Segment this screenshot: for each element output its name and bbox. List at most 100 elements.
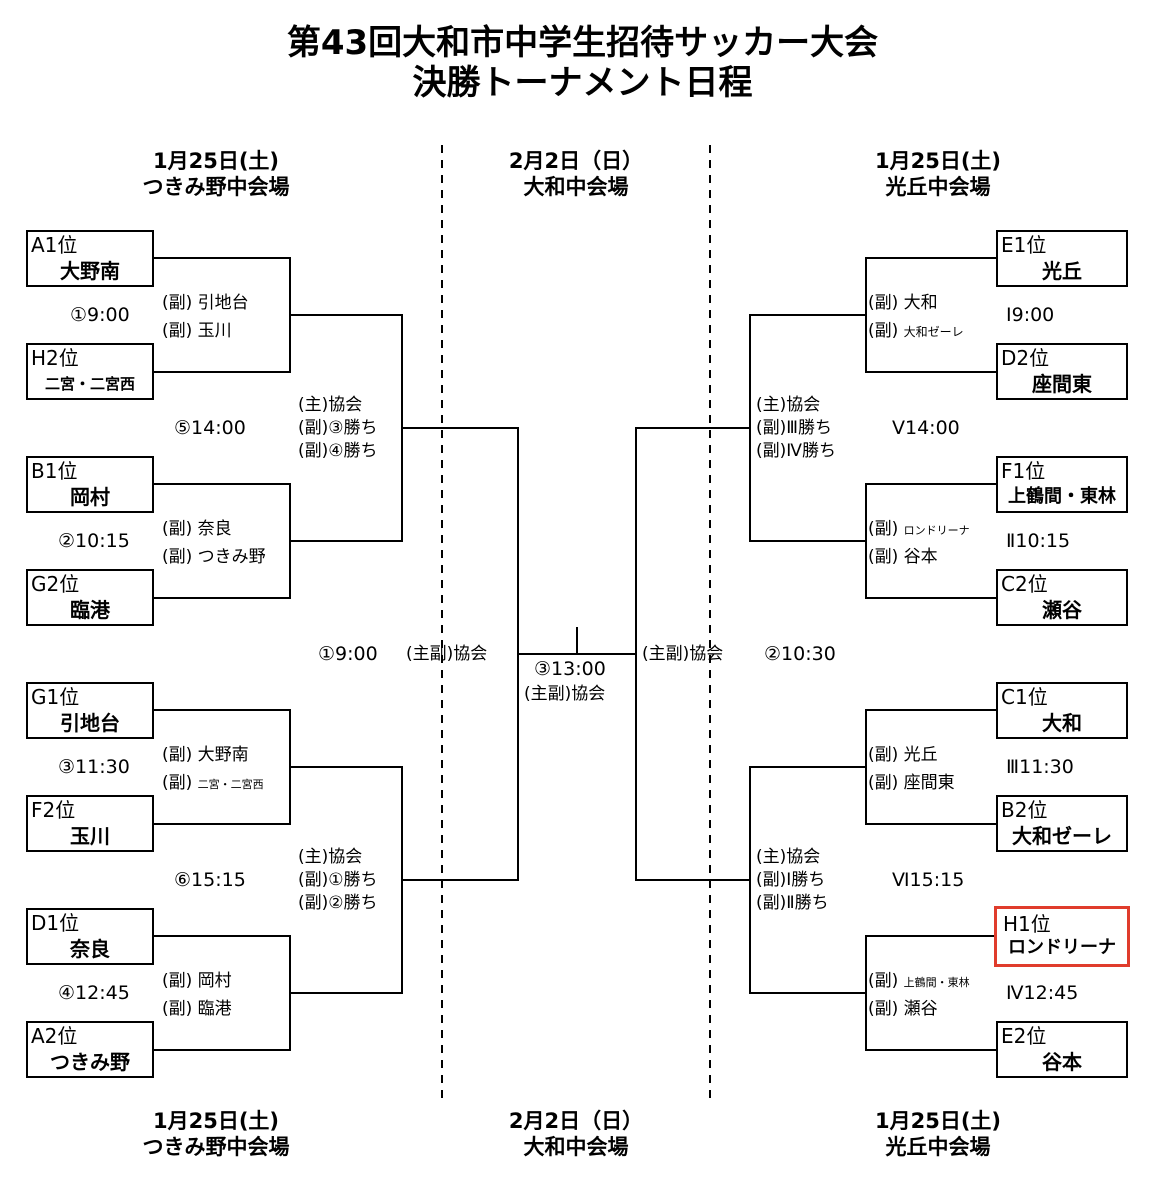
team-name: 奈良 [70, 937, 110, 961]
team-box-highlighted: H1位 ロンドリーナ [994, 906, 1130, 967]
match-time: Ⅵ15:15 [892, 869, 965, 891]
title-line-1: 第43回大和市中学生招待サッカー大会 [286, 23, 879, 63]
venue-right-date: 1月25日(土) [874, 149, 1002, 173]
team-box: G2位 臨港 [26, 569, 154, 626]
venue-left-place: つきみ野中会場 [142, 1135, 290, 1159]
venue-right-place: 光丘中会場 [885, 1135, 991, 1159]
team-box: D2位 座間東 [996, 343, 1128, 400]
right-match-2-line [865, 483, 996, 599]
referee-label: (副) 岡村 [162, 971, 232, 991]
left-match-2-line [154, 483, 291, 599]
referee-label: (副)③勝ち [298, 418, 378, 438]
team-box: G1位 引地台 [26, 682, 154, 739]
team-box: B2位 大和ゼーレ [996, 795, 1128, 852]
referee-prefix: (副) [868, 321, 899, 341]
team-name: 玉川 [70, 824, 110, 848]
right-match-1-line [865, 257, 996, 373]
final-time: ③13:00 [534, 658, 606, 680]
referee-label: (主)協会 [756, 395, 821, 415]
team-box: C2位 瀬谷 [996, 569, 1128, 626]
match-time: Ⅱ10:15 [1006, 530, 1071, 552]
referee-small-name: 大和ゼーレ [903, 325, 964, 339]
right-match-4-line [865, 935, 996, 1051]
venue-center-date: 2月2日（日） [508, 149, 644, 173]
match-time: Ⅲ11:30 [1006, 756, 1074, 778]
team-rank: B1位 [31, 459, 78, 483]
referee-label: (副) 大和 [868, 293, 938, 313]
title-line-2: 決勝トーナメント日程 [412, 63, 753, 103]
match-time: ③11:30 [58, 756, 130, 778]
team-box: D1位 奈良 [26, 908, 154, 965]
match-time: ⑤14:00 [174, 417, 246, 439]
team-box: F2位 玉川 [26, 795, 154, 852]
referee-label: (副) 上鶴間・東林 [868, 970, 970, 994]
team-name: 座間東 [1032, 372, 1092, 396]
final-referee: (主副)協会 [524, 684, 606, 704]
team-box: E1位 光丘 [996, 230, 1128, 287]
team-name: 大和 [1042, 711, 1082, 735]
match-time: ②10:15 [58, 530, 130, 552]
venue-center-bottom: 2月2日（日） 大和中会場 [446, 1108, 706, 1160]
team-box: H2位 二宮・二宮西 [26, 343, 154, 400]
referee-label: (副) ロンドリーナ [868, 518, 970, 542]
referee-label: (副) 谷本 [868, 547, 938, 567]
referee-prefix: (副) [868, 519, 899, 539]
team-rank: A2位 [31, 1024, 78, 1048]
right-semi-line [635, 427, 750, 881]
team-name: 瀬谷 [1042, 598, 1082, 622]
referee-small-name: 上鶴間・東林 [903, 976, 970, 989]
team-name: ロンドリーナ [1008, 937, 1116, 958]
referee-label: (副) 光丘 [868, 745, 938, 765]
referee-prefix: (副) [162, 773, 193, 793]
match-time: Ⅴ14:00 [892, 417, 960, 439]
semi-right-time: ②10:30 [764, 643, 836, 665]
team-box: F1位 上鶴間・東林 [996, 456, 1128, 513]
team-box: E2位 谷本 [996, 1021, 1128, 1078]
team-rank: E1位 [1001, 233, 1047, 257]
team-name: 臨港 [70, 598, 110, 622]
team-rank: E2位 [1001, 1024, 1047, 1048]
venue-left-date: 1月25日(土) [152, 1109, 280, 1133]
semi-left-time: ①9:00 [318, 643, 378, 665]
team-name: つきみ野 [50, 1050, 130, 1074]
team-rank: A1位 [31, 233, 78, 257]
team-rank: G2位 [31, 572, 80, 596]
left-match-3-line [154, 709, 291, 825]
team-name: 大和ゼーレ [1012, 824, 1112, 848]
venue-center-place: 大和中会場 [523, 175, 629, 199]
referee-label: (副)①勝ち [298, 870, 378, 890]
referee-label: (副) 瀬谷 [868, 999, 938, 1019]
team-name: 引地台 [60, 711, 120, 735]
match-time: Ⅳ12:45 [1006, 982, 1079, 1004]
team-rank: B2位 [1001, 798, 1048, 822]
team-box: A1位 大野南 [26, 230, 154, 287]
referee-label: (副) 大野南 [162, 745, 249, 765]
referee-label: (副) 二宮・二宮西 [162, 772, 264, 796]
venue-left-top: 1月25日(土) つきみ野中会場 [86, 148, 346, 200]
referee-label: (副) つきみ野 [162, 547, 266, 567]
team-rank: F2位 [31, 798, 76, 822]
referee-label: (副)Ⅳ勝ち [756, 441, 836, 461]
referee-label: (副) 臨港 [162, 999, 232, 1019]
referee-label: (副)Ⅲ勝ち [756, 418, 832, 438]
venue-center-top: 2月2日（日） 大和中会場 [446, 148, 706, 200]
venue-center-date: 2月2日（日） [508, 1109, 644, 1133]
venue-left-date: 1月25日(土) [152, 149, 280, 173]
venue-left-bottom: 1月25日(土) つきみ野中会場 [86, 1108, 346, 1160]
referee-label: (副) 奈良 [162, 519, 232, 539]
referee-label: (副)④勝ち [298, 441, 378, 461]
team-rank: D1位 [31, 911, 80, 935]
venue-right-place: 光丘中会場 [885, 175, 991, 199]
referee-small-name: ロンドリーナ [903, 524, 970, 537]
team-rank: C2位 [1001, 572, 1048, 596]
left-match-1-line [154, 257, 291, 373]
right-match-3-line [865, 709, 996, 825]
left-match-4-line [154, 935, 291, 1051]
venue-right-date: 1月25日(土) [874, 1109, 1002, 1133]
semi-left-referee: (主副)協会 [406, 644, 488, 664]
team-rank: G1位 [31, 685, 80, 709]
referee-label: (副)②勝ち [298, 893, 378, 913]
referee-label: (副) 引地台 [162, 293, 249, 313]
